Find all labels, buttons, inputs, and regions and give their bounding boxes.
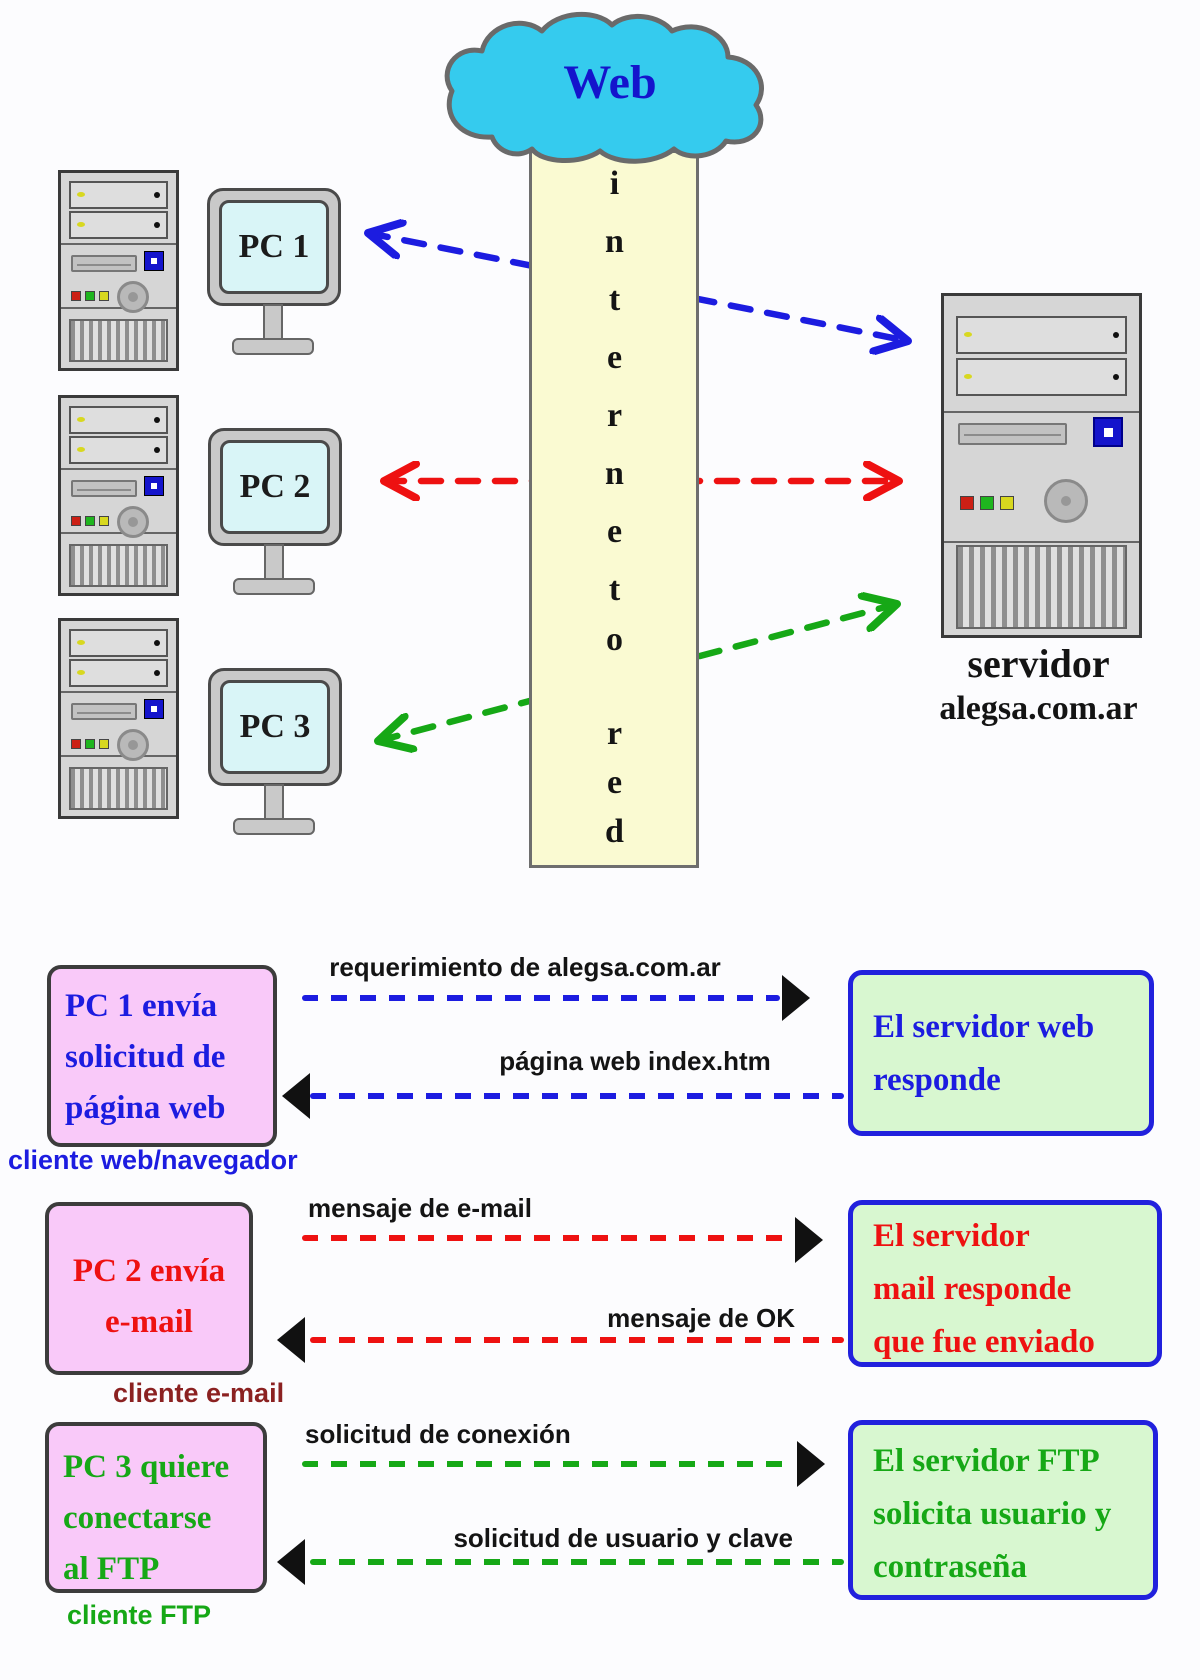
reset-knob	[117, 506, 149, 538]
bay-led	[77, 640, 85, 645]
client-box-ftp: PC 3 quiere conectarse al FTP	[45, 1422, 267, 1593]
request-label-web: requerimiento de alegsa.com.ar	[329, 952, 721, 982]
drive-bay	[69, 629, 168, 657]
eject-hole	[154, 417, 160, 423]
response-line-web	[310, 1093, 844, 1099]
vent-grille	[69, 767, 168, 810]
vent-grille	[956, 545, 1127, 629]
internet-band: internet o red	[529, 150, 699, 868]
front-panel	[61, 468, 176, 534]
eject-hole	[154, 447, 160, 453]
floppy-slot	[71, 703, 137, 720]
request-line-ftp	[302, 1461, 795, 1467]
front-panel	[61, 691, 176, 757]
status-leds	[71, 291, 109, 301]
response-arrowhead-ftp	[277, 1539, 305, 1585]
vent-grille	[69, 544, 168, 587]
web-cloud	[444, 11, 764, 164]
request-arrowhead-ftp	[797, 1441, 825, 1487]
pc-tower-1	[58, 170, 179, 371]
response-arrowhead-web	[282, 1073, 310, 1119]
response-label-ftp: solicitud de usuario y clave	[453, 1523, 793, 1553]
drive-bay	[69, 436, 168, 464]
power-button	[144, 476, 164, 496]
server-tower	[941, 293, 1142, 638]
band-word-red: red	[596, 715, 633, 862]
server-box-web: El servidor web responde	[848, 970, 1154, 1136]
eject-hole	[154, 222, 160, 228]
eject-hole	[154, 670, 160, 676]
request-arrowhead-web	[782, 975, 810, 1021]
request-arrowhead-mail	[795, 1217, 823, 1263]
status-leds	[71, 739, 109, 749]
band-word-o: o	[596, 621, 633, 658]
client-box-web: PC 1 envía solicitud de página web	[47, 965, 277, 1147]
pc-tower-2	[58, 395, 179, 596]
floppy-slot	[71, 255, 137, 272]
vent-grille	[69, 319, 168, 362]
status-leds	[71, 516, 109, 526]
drive-bay	[956, 316, 1127, 354]
front-panel	[61, 243, 176, 309]
drive-bay	[69, 659, 168, 687]
status-leds	[960, 496, 1014, 510]
pc2-label: PC 2	[220, 440, 330, 534]
request-line-mail	[302, 1235, 792, 1241]
drive-bay	[69, 181, 168, 209]
bay-led	[964, 374, 972, 379]
power-button	[144, 699, 164, 719]
eject-hole	[154, 192, 160, 198]
pc2-monitor: PC 2	[208, 428, 342, 546]
monitor-base	[232, 338, 314, 355]
request-label-ftp: solicitud de conexión	[305, 1419, 571, 1449]
request-label-mail: mensaje de e-mail	[308, 1193, 532, 1223]
pc3-label: PC 3	[220, 680, 330, 774]
cloud-label: Web	[563, 56, 657, 109]
reset-knob	[1044, 479, 1088, 523]
eject-hole	[154, 640, 160, 646]
front-panel	[944, 411, 1139, 543]
eject-hole	[1113, 374, 1119, 380]
drive-bay	[69, 211, 168, 239]
client-caption-mail: cliente e-mail	[113, 1378, 285, 1408]
monitor-base	[233, 578, 315, 595]
client-caption-web: cliente web/navegador	[8, 1145, 298, 1175]
bay-led	[77, 447, 85, 452]
power-button	[144, 251, 164, 271]
client-box-mail: PC 2 envía e-mail	[45, 1202, 253, 1375]
eject-hole	[1113, 332, 1119, 338]
reset-knob	[117, 729, 149, 761]
pc3-monitor: PC 3	[208, 668, 342, 786]
floppy-slot	[958, 423, 1067, 445]
bay-led	[77, 417, 85, 422]
drive-bay	[69, 406, 168, 434]
server-domain-label: alegsa.com.ar	[939, 690, 1138, 727]
response-line-mail	[310, 1337, 844, 1343]
monitor-base	[233, 818, 315, 835]
pc-tower-3	[58, 618, 179, 819]
response-label-web: página web index.htm	[499, 1046, 771, 1076]
band-word-internet: internet	[596, 165, 633, 629]
response-arrowhead-mail	[277, 1317, 305, 1363]
server-box-ftp: El servidor FTP solicita usuario y contr…	[848, 1420, 1158, 1600]
response-line-ftp	[310, 1559, 844, 1565]
power-button	[1093, 417, 1123, 447]
bay-led	[77, 222, 85, 227]
request-line-web	[302, 995, 780, 1001]
pc1-monitor: PC 1	[207, 188, 341, 306]
client-caption-ftp: cliente FTP	[67, 1600, 212, 1630]
pc1-label: PC 1	[219, 200, 329, 294]
response-label-mail: mensaje de OK	[607, 1303, 795, 1333]
reset-knob	[117, 281, 149, 313]
floppy-slot	[71, 480, 137, 497]
bay-led	[964, 332, 972, 337]
drive-bay	[956, 358, 1127, 396]
server-box-mail: El servidor mail responde que fue enviad…	[848, 1200, 1162, 1367]
bay-led	[77, 670, 85, 675]
server-label: servidor	[967, 641, 1110, 686]
bay-led	[77, 192, 85, 197]
